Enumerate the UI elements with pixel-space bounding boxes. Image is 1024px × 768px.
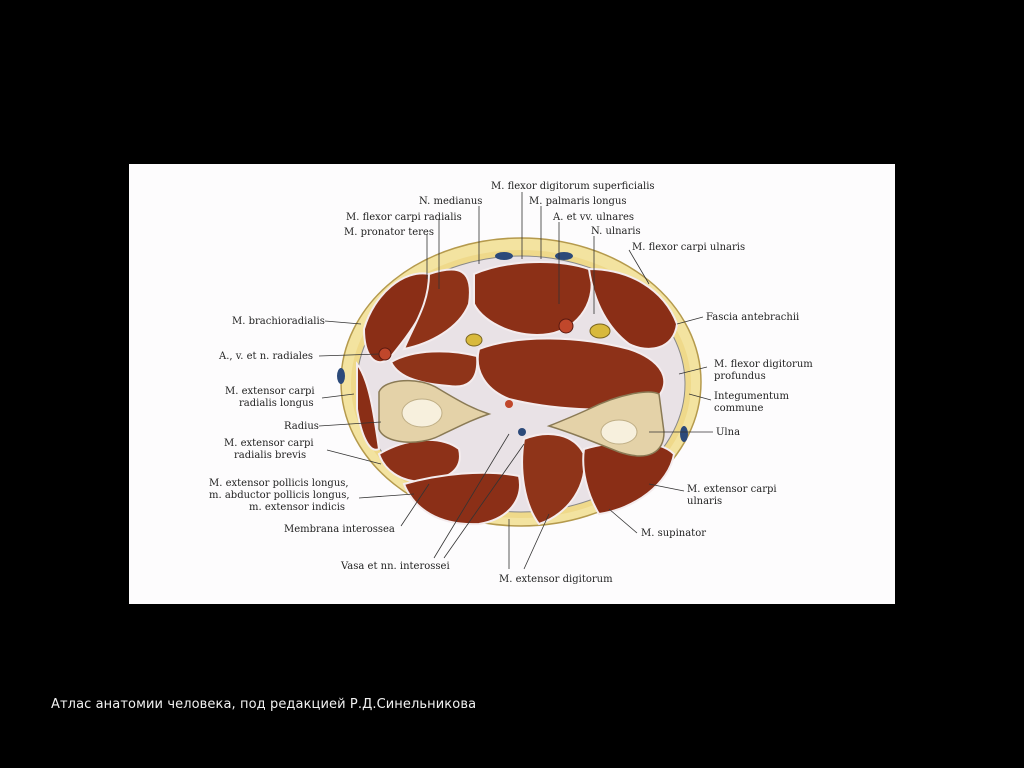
forearm-cross-section: M. flexor digitorum superficialis N. med… <box>209 181 813 585</box>
label-vasa: Vasa et nn. interossei <box>340 561 450 572</box>
label-ecrl1: M. extensor carpi <box>225 386 315 397</box>
label-radius: Radius <box>284 421 319 432</box>
label-fds: M. flexor digitorum superficialis <box>491 181 655 192</box>
label-nulnaris: N. ulnaris <box>591 226 641 237</box>
label-ulna: Ulna <box>716 427 740 438</box>
median-nerve <box>465 333 483 347</box>
muscle-ed <box>521 433 586 526</box>
leader-lines <box>318 192 713 570</box>
atlas-caption: Атлас анатомии человека, под редакцией Р… <box>51 697 477 712</box>
ulnar-nerve <box>589 323 611 339</box>
label-ecrb1: M. extensor carpi <box>224 438 314 449</box>
muscle-fds <box>473 261 593 336</box>
label-ulnares: A. et vv. ulnares <box>552 212 634 223</box>
label-fcr: M. flexor carpi radialis <box>346 212 462 223</box>
muscle-fcr <box>402 268 471 351</box>
muscle-pronator <box>389 350 479 388</box>
label-ecrb2: radialis brevis <box>234 450 306 461</box>
radial-artery <box>378 347 392 361</box>
label-ecrl2: radialis longus <box>239 398 314 409</box>
muscle-ecrl <box>356 361 381 451</box>
label-pronator: M. pronator teres <box>344 227 434 238</box>
superficial-vein-2 <box>555 252 573 260</box>
label-integ2: commune <box>714 403 763 414</box>
superficial-vein-1 <box>495 252 513 260</box>
muscle-epl <box>402 471 521 526</box>
label-radiales: A., v. et n. radiales <box>218 351 313 362</box>
label-ecu1: M. extensor carpi <box>687 484 777 495</box>
superficial-vein-4 <box>680 426 688 442</box>
ulnar-artery <box>558 318 574 334</box>
label-fdp2: profundus <box>714 371 766 382</box>
muscle-fcu <box>587 267 679 350</box>
label-epl2: m. abductor pollicis longus, <box>209 490 350 501</box>
label-integ1: Integumentum <box>714 391 789 402</box>
interosseous-vein <box>518 428 526 436</box>
label-fdp1: M. flexor digitorum <box>714 359 813 370</box>
label-palmaris: M. palmaris longus <box>529 196 627 207</box>
label-membrana: Membrana interossea <box>284 524 395 535</box>
label-supinator: M. supinator <box>641 528 706 539</box>
label-medianus: N. medianus <box>419 196 482 207</box>
label-brachio: M. brachioradialis <box>232 316 325 327</box>
superficial-vein-3 <box>337 368 345 384</box>
label-epl3: m. extensor indicis <box>249 502 345 513</box>
label-epl1: M. extensor pollicis longus, <box>209 478 349 489</box>
interosseous-vessel <box>505 400 513 408</box>
atlas-figure-panel: M. flexor digitorum superficialis N. med… <box>129 164 895 604</box>
label-ed: M. extensor digitorum <box>499 574 613 585</box>
radius-marrow <box>401 398 443 428</box>
label-fascia: Fascia antebrachii <box>706 312 799 323</box>
label-fcu: M. flexor carpi ulnaris <box>632 242 745 253</box>
ulna-marrow <box>600 419 638 445</box>
label-ecu2: ulnaris <box>687 496 722 507</box>
